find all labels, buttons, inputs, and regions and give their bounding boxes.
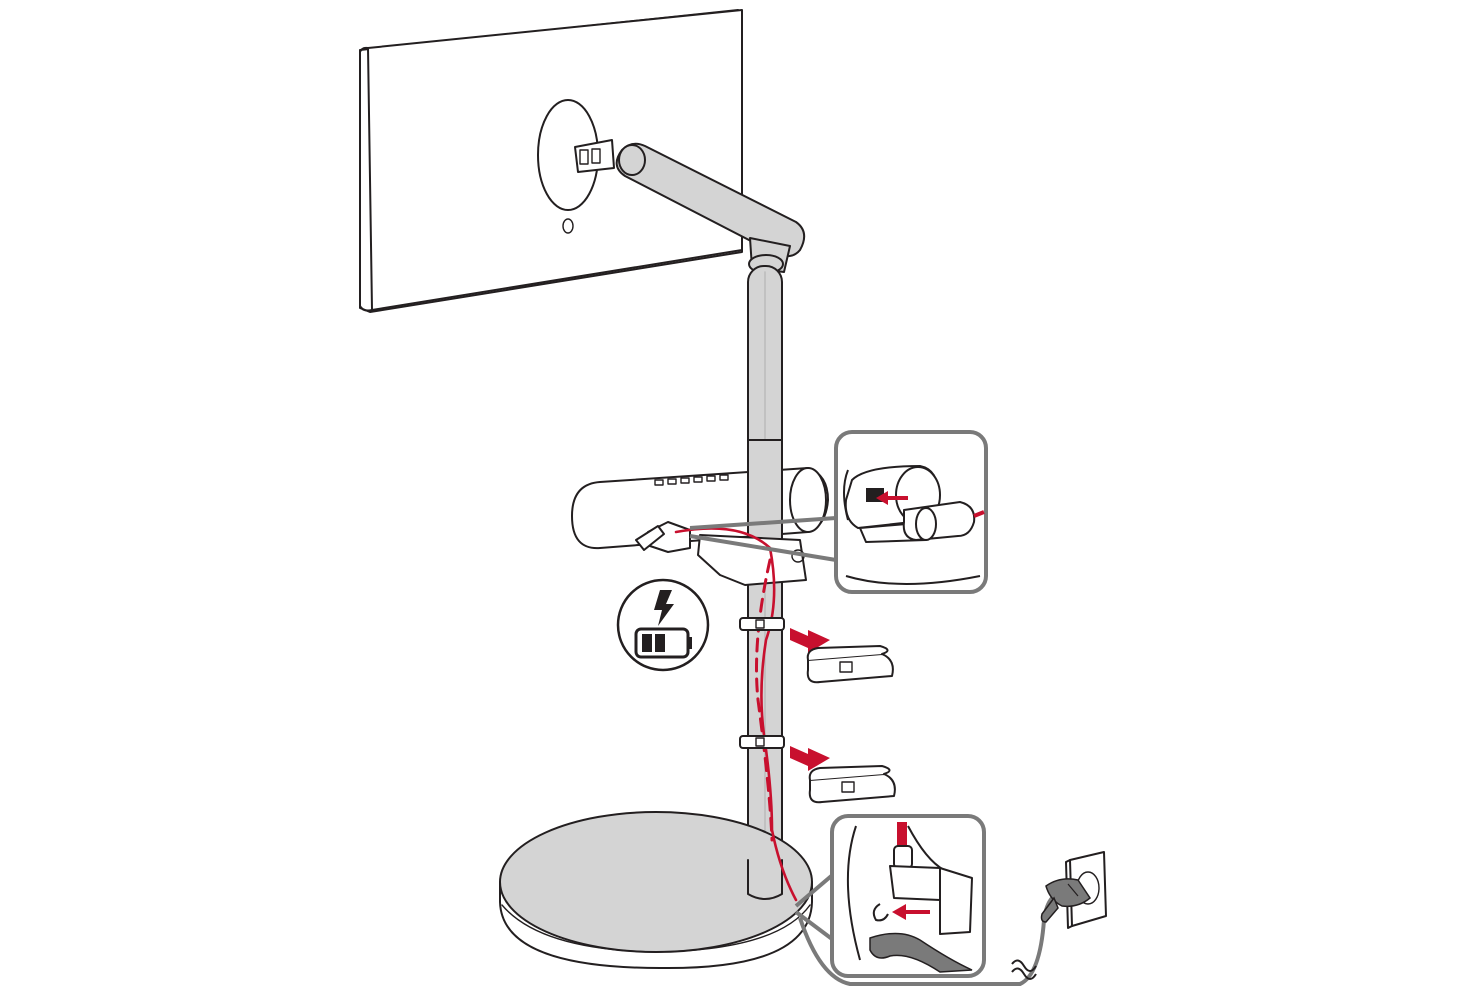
cable-clip [806,645,894,684]
monitor-button [562,218,574,234]
cable-clip-on-pole-lower [739,735,785,749]
battery-port-row [654,474,729,486]
cable-clip-on-pole-upper [739,617,785,631]
power-plug-icon [1040,878,1091,923]
power-cable [674,527,798,902]
battery-pack [571,439,829,586]
monitor [359,9,743,313]
stand-arm [615,142,806,274]
callout-zoom-base-port [794,814,986,978]
stand-base [499,811,813,970]
charging-battery-icon [616,578,710,672]
insert-arrow-icon [790,628,830,653]
callout-zoom-connector [689,430,988,594]
cable-clip [808,765,896,804]
insert-arrow-icon [790,746,830,771]
